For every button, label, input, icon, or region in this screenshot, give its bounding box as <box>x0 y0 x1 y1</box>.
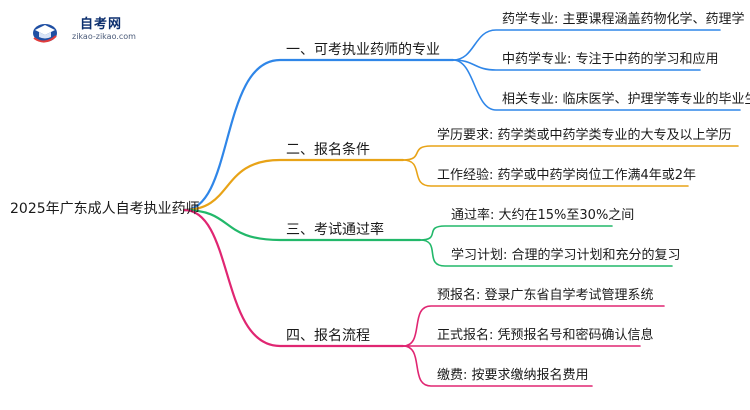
leaf-pre-registration: 预报名: 登录广东省自学考试管理系统 <box>437 288 654 303</box>
leaf-connector <box>419 239 673 267</box>
logo-title: 自考网 <box>80 17 123 32</box>
graduation-cap-icon <box>33 24 57 43</box>
leaf-payment: 缴费: 按要求缴纳报名费用 <box>437 368 589 383</box>
site-logo[interactable]: 自考网 zikao-zikao.com <box>32 12 142 52</box>
branch-pass-rate: 三、考试通过率 <box>286 222 384 238</box>
leaf-education: 学历要求: 药学类或中药学类专业的大专及以上学历 <box>437 128 732 143</box>
branch-process: 四、报名流程 <box>286 328 370 344</box>
branch-connector <box>182 208 422 242</box>
logo-url: zikao-zikao.com <box>72 32 136 41</box>
leaf-study-plan: 学习计划: 合理的学习计划和充分的复习 <box>451 248 681 263</box>
leaf-connector <box>452 59 741 111</box>
branch-connector <box>182 158 405 212</box>
branch-conditions: 二、报名条件 <box>286 142 370 158</box>
root-node: 2025年广东成人自考执业药师 <box>10 201 200 217</box>
branch-connector <box>182 208 405 348</box>
leaf-connector <box>402 145 739 161</box>
leaf-connector <box>402 305 665 347</box>
leaf-experience: 工作经验: 药学或中药学岗位工作满4年或2年 <box>437 168 697 183</box>
leaf-related-majors: 相关专业: 临床医学、护理学等专业的毕业生 <box>502 92 750 107</box>
leaf-connector <box>419 225 613 241</box>
leaf-pharmacy: 药学专业: 主要课程涵盖药物化学、药理学 <box>502 12 745 27</box>
leaf-formal-registration: 正式报名: 凭预报名号和密码确认信息 <box>437 328 654 343</box>
branch-connector <box>182 58 455 212</box>
branch-majors: 一、可考执业药师的专业 <box>286 42 440 58</box>
leaf-connector <box>452 59 701 71</box>
leaf-connector <box>402 159 689 187</box>
leaf-tcm-pharmacy: 中药学专业: 专注于中药的学习和应用 <box>502 52 719 67</box>
leaf-pass-rate: 通过率: 大约在15%至30%之间 <box>451 208 635 223</box>
leaf-connector <box>452 29 721 61</box>
leaf-connector <box>402 345 593 387</box>
